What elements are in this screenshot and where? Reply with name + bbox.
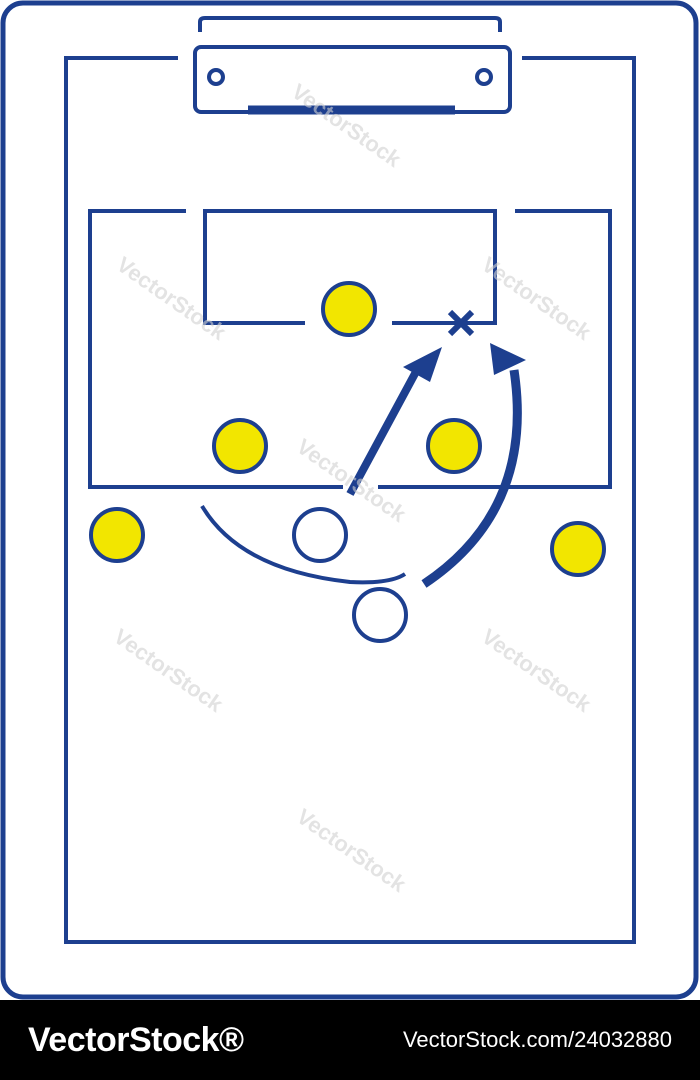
clipboard-illustration: VectorStock VectorStock VectorStock Vect… <box>0 0 699 1000</box>
player-marker-right <box>426 418 482 474</box>
clip-hole-right-icon <box>475 68 493 86</box>
penalty-arc <box>200 504 407 585</box>
paper-sheet <box>64 56 636 944</box>
image-id-label: VectorStock.com/24032880 <box>402 1027 672 1052</box>
opponent-marker-center <box>292 507 348 563</box>
goal-area <box>203 209 497 325</box>
pass-arrow-icon <box>346 347 442 496</box>
clip-hole-left-icon <box>207 68 225 86</box>
clipboard-board <box>0 0 699 1000</box>
clipboard-clip <box>193 16 512 115</box>
opponent-players <box>292 507 408 643</box>
player-marker-left <box>212 418 268 474</box>
target-cross-icon <box>447 309 475 337</box>
player-marker-far-right <box>550 521 606 577</box>
football-pitch <box>88 209 612 585</box>
opponent-marker-bottom <box>352 587 408 643</box>
team-players <box>89 281 606 577</box>
player-marker-goalkeeper <box>321 281 377 337</box>
curved-run-arrow-icon <box>421 343 526 588</box>
footer-bar: VectorStock® VectorStock.com/24032880 <box>0 1000 700 1080</box>
player-marker-far-left <box>89 507 145 563</box>
brand-logo: VectorStock® <box>28 1020 244 1059</box>
penalty-box <box>88 209 343 489</box>
